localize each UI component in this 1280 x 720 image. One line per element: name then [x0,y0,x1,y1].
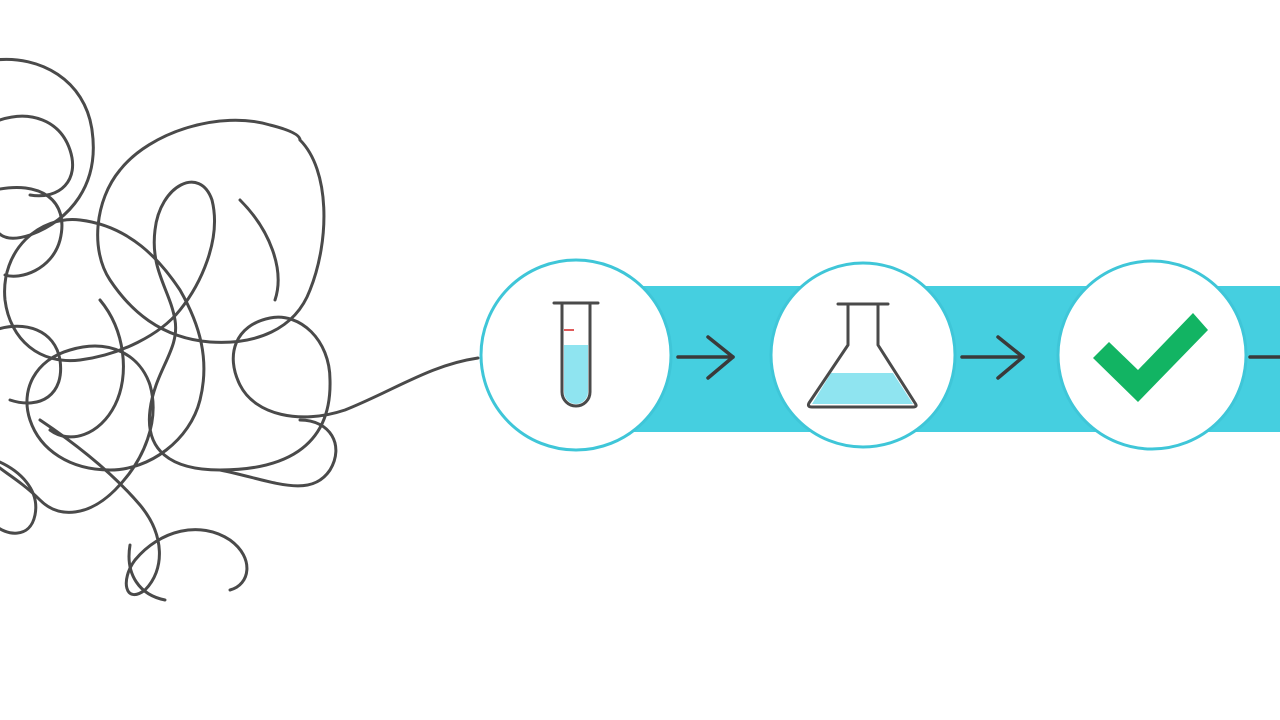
tangled-line-loop-bottom [48,198,280,602]
arrow-right-icon [676,335,735,380]
flask-icon [806,302,918,409]
checkmark-icon [1093,313,1208,402]
step-test-tube [479,258,673,452]
tangled-line-loop-top [0,57,326,344]
step-check [1056,259,1248,451]
tangled-line [0,180,480,514]
step-flask [769,261,957,449]
tangled-line-loop-left [0,185,338,597]
arrow-right-icon [960,335,1025,380]
step-circle [1056,259,1248,451]
test-tube-icon [552,301,600,408]
step-circle [769,261,957,449]
